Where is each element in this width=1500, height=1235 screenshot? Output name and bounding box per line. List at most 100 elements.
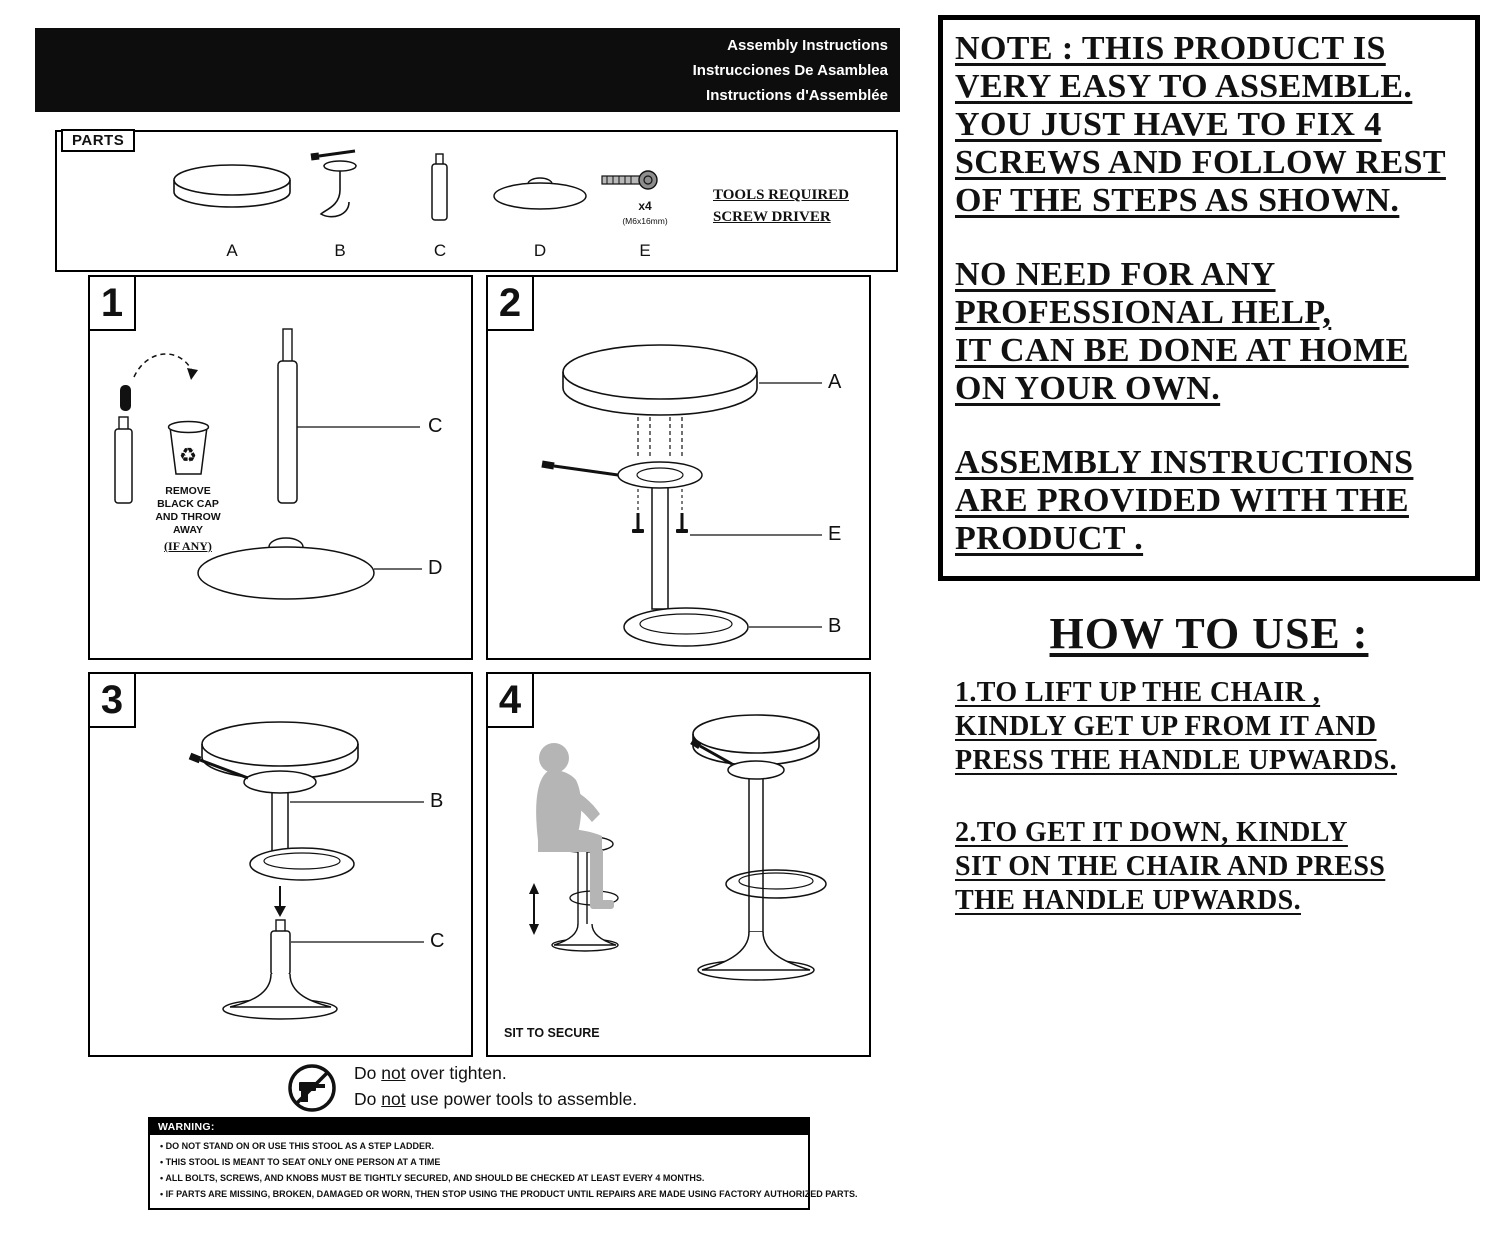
footrest-b-art — [623, 607, 822, 647]
htu-line: PRESS THE HANDLE UPWARDS. — [955, 745, 1398, 776]
note-text-line: REMOVE — [165, 485, 211, 497]
note-line: NOTE : THIS PRODUCT IS — [955, 30, 1386, 67]
note-line: PROFESSIONAL HELP, — [955, 294, 1332, 331]
black-cap-art — [120, 385, 131, 411]
down-arrow-icon — [274, 886, 286, 917]
caution-not-emphasis: not — [381, 1089, 406, 1109]
caution-text: over tighten. — [405, 1063, 507, 1083]
callout-b: B — [430, 790, 444, 812]
note-emphasis: (IF ANY) — [164, 539, 212, 553]
part-c-gaslift-art — [431, 153, 448, 221]
step-3-art — [188, 721, 424, 1020]
sit-to-secure-caption: SIT TO SECURE — [504, 1026, 600, 1040]
recycle-bin-art: ♻ — [167, 420, 210, 475]
step-1-number: 1 — [90, 277, 136, 331]
tools-required: TOOLS REQUIRED SCREW DRIVER — [713, 184, 849, 228]
step-1-art: ♻ — [114, 328, 422, 600]
small-stool-art — [551, 835, 619, 952]
person-silhouette — [536, 743, 614, 909]
header-line-fr: Instructions d'Assemblée — [706, 87, 888, 104]
note-line: IT CAN BE DONE AT HOME — [955, 332, 1409, 369]
parts-box: PARTS — [55, 129, 898, 272]
note-line: VERY EASY TO ASSEMBLE. — [955, 68, 1413, 105]
note-line: ON YOUR OWN. — [955, 370, 1221, 407]
step-2-number: 2 — [488, 277, 534, 331]
part-a-seat-art — [173, 164, 291, 208]
callout-d: D — [428, 557, 443, 579]
htu-line: SIT ON THE CHAIR AND PRESS — [955, 851, 1386, 882]
note-line: NO NEED FOR ANY — [955, 256, 1276, 293]
warning-title: WARNING: — [150, 1119, 808, 1135]
seat-a-art — [562, 344, 822, 416]
note-line: ASSEMBLY INSTRUCTIONS — [955, 444, 1414, 481]
trumpet-base-art — [222, 973, 338, 1020]
note-text-line: AWAY — [173, 524, 203, 536]
htu-line: KINDLY GET UP FROM IT AND — [955, 711, 1377, 742]
callout-c: C — [428, 415, 443, 437]
note-text-line: AND THROW — [155, 511, 221, 523]
note-box: NOTE : THIS PRODUCT IS VERY EASY TO ASSE… — [938, 15, 1480, 581]
callout-e: E — [828, 523, 842, 545]
step-2-panel: 2 A E B — [486, 275, 871, 660]
caution-text: use power tools to assemble. — [405, 1089, 638, 1109]
screw-qty: x4 — [638, 199, 652, 213]
note-paragraph-3: ASSEMBLY INSTRUCTIONS ARE PROVIDED WITH … — [955, 444, 1463, 558]
warning-item: IF PARTS ARE MISSING, BROKEN, DAMAGED OR… — [160, 1186, 858, 1202]
header-line-en: Assembly Instructions — [727, 37, 888, 54]
step-4-art — [529, 714, 827, 981]
parts-title: PARTS — [61, 129, 136, 152]
tools-line-1: TOOLS REQUIRED — [713, 187, 850, 203]
how-to-use-step-2: 2.TO GET IT DOWN, KINDLY SIT ON THE CHAI… — [955, 816, 1385, 918]
recycle-icon: ♻ — [179, 445, 197, 467]
callout-c: C — [430, 930, 445, 952]
caution-text: Do — [354, 1063, 382, 1083]
parts-art: A B C D E x4 (M6x16mm) — [173, 149, 668, 260]
alignment-dashes — [637, 417, 683, 459]
part-b-handle-art — [310, 149, 357, 218]
step-2-art — [541, 344, 822, 647]
small-gaslift-art — [114, 416, 133, 504]
no-power-tools-icon — [288, 1064, 336, 1112]
caution-text: Do — [354, 1089, 382, 1109]
cylinder-c-art — [270, 919, 424, 976]
part-label-e: E — [639, 241, 650, 260]
callout-a: A — [828, 371, 842, 393]
base-d-art — [197, 537, 422, 600]
caution-no-power-tools: Do not use power tools to assemble. — [354, 1089, 637, 1110]
note-text-line: BLACK CAP — [157, 498, 219, 510]
caution-over-tighten: Do not over tighten. — [354, 1063, 507, 1084]
how-to-use-heading: HOW TO USE : — [1049, 609, 1369, 658]
up-down-arrow-icon — [529, 883, 539, 935]
step-4-panel: 4 SIT TO SECURE — [486, 672, 871, 1057]
header-bar: Assembly Instructions Instrucciones De A… — [35, 28, 900, 112]
screw-size: (M6x16mm) — [622, 216, 668, 226]
note-line: YOU JUST HAVE TO FIX 4 — [955, 106, 1382, 143]
screws-e-art — [632, 489, 822, 536]
pole-art — [651, 484, 669, 610]
note-paragraph-1: NOTE : THIS PRODUCT IS VERY EASY TO ASSE… — [955, 30, 1463, 220]
part-label-b: B — [334, 241, 345, 260]
gaslift-c-art — [277, 328, 420, 504]
warning-list: DO NOT STAND ON OR USE THIS STOOL AS A S… — [150, 1135, 858, 1208]
step-1-panel: ♻ 1 REMOVE BLACK CAP AND THROW AWAY (IF … — [88, 275, 473, 660]
how-to-use-step-1: 1.TO LIFT UP THE CHAIR , KINDLY GET UP F… — [955, 676, 1397, 778]
part-label-a: A — [226, 241, 238, 260]
part-d-base-art — [493, 177, 587, 210]
step-3-panel: 3 B C — [88, 672, 473, 1057]
warning-box: WARNING: DO NOT STAND ON OR USE THIS STO… — [148, 1117, 858, 1210]
note-line: SCREWS AND FOLLOW REST — [955, 144, 1446, 181]
note-line: ARE PROVIDED WITH THE — [955, 482, 1409, 519]
finished-stool-art — [690, 714, 827, 981]
part-label-c: C — [434, 241, 446, 260]
part-e-screw-art — [601, 170, 658, 190]
warning-item: DO NOT STAND ON OR USE THIS STOOL AS A S… — [160, 1138, 798, 1154]
note-paragraph-2: NO NEED FOR ANY PROFESSIONAL HELP, IT CA… — [955, 256, 1463, 408]
part-label-d: D — [534, 241, 546, 260]
callout-b: B — [828, 615, 842, 637]
seat-assembly-b-art — [188, 721, 424, 881]
htu-line: THE HANDLE UPWARDS. — [955, 885, 1301, 916]
tools-line-2: SCREW DRIVER — [713, 209, 831, 225]
note-line: OF THE STEPS AS SHOWN. — [955, 182, 1400, 219]
warning-item: ALL BOLTS, SCREWS, AND KNOBS MUST BE TIG… — [160, 1170, 798, 1186]
